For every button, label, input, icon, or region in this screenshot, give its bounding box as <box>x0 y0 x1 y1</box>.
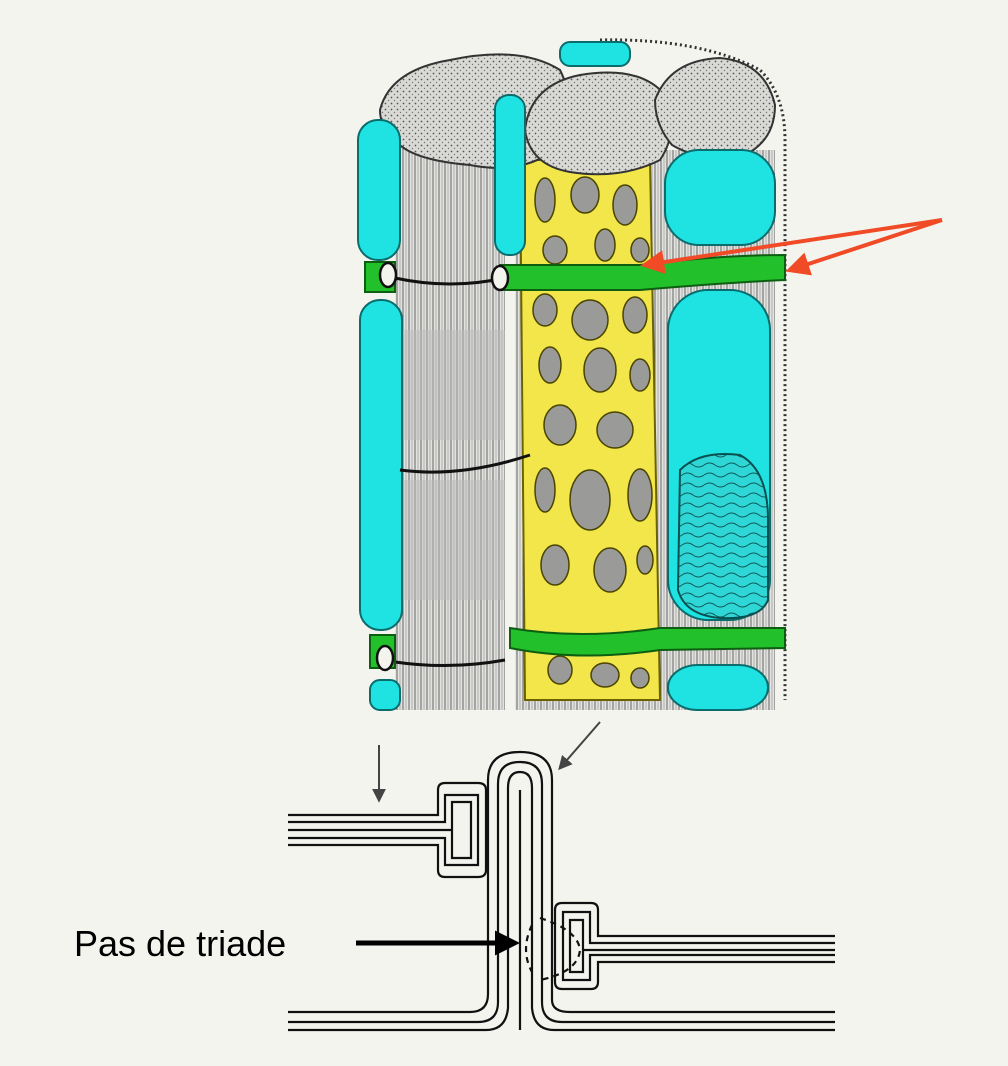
muscle-fiber-illustration <box>357 38 943 711</box>
sarcolemma-outline <box>599 38 787 700</box>
membrane-right-lower <box>524 901 835 991</box>
cisterna <box>359 299 403 631</box>
myofibril-left-band <box>395 330 505 440</box>
t-tubule-lower <box>509 626 786 657</box>
sarcoplasmic-reticulum-network <box>518 159 662 701</box>
mitochondrion <box>676 453 769 620</box>
myofibril-cross-section-center <box>523 71 673 176</box>
cisterna <box>664 149 776 246</box>
triad-label: Pas de triade <box>74 923 286 964</box>
highlight-arrow-icon <box>640 218 943 276</box>
t-tubule-opening <box>375 644 395 672</box>
dashed-cisterna-outline <box>524 924 533 973</box>
z-line <box>399 453 531 474</box>
pointer-arrow-icon <box>558 721 601 771</box>
cisterna <box>559 41 631 67</box>
myofibril-cross-section-right <box>653 56 777 158</box>
t-tubule-opening <box>378 261 398 289</box>
cisterna <box>667 664 769 711</box>
triad-schematic <box>288 721 835 1032</box>
dashed-cisterna-outline <box>539 916 582 982</box>
cisterna <box>369 679 401 711</box>
z-line <box>394 658 506 668</box>
t-tubule-opening <box>490 264 510 292</box>
membrane-left-upper <box>288 781 488 879</box>
cisterna <box>357 119 401 261</box>
cisterna <box>494 94 526 256</box>
t-tubule-loop <box>288 750 835 1032</box>
myofibril-left-band <box>395 480 505 600</box>
